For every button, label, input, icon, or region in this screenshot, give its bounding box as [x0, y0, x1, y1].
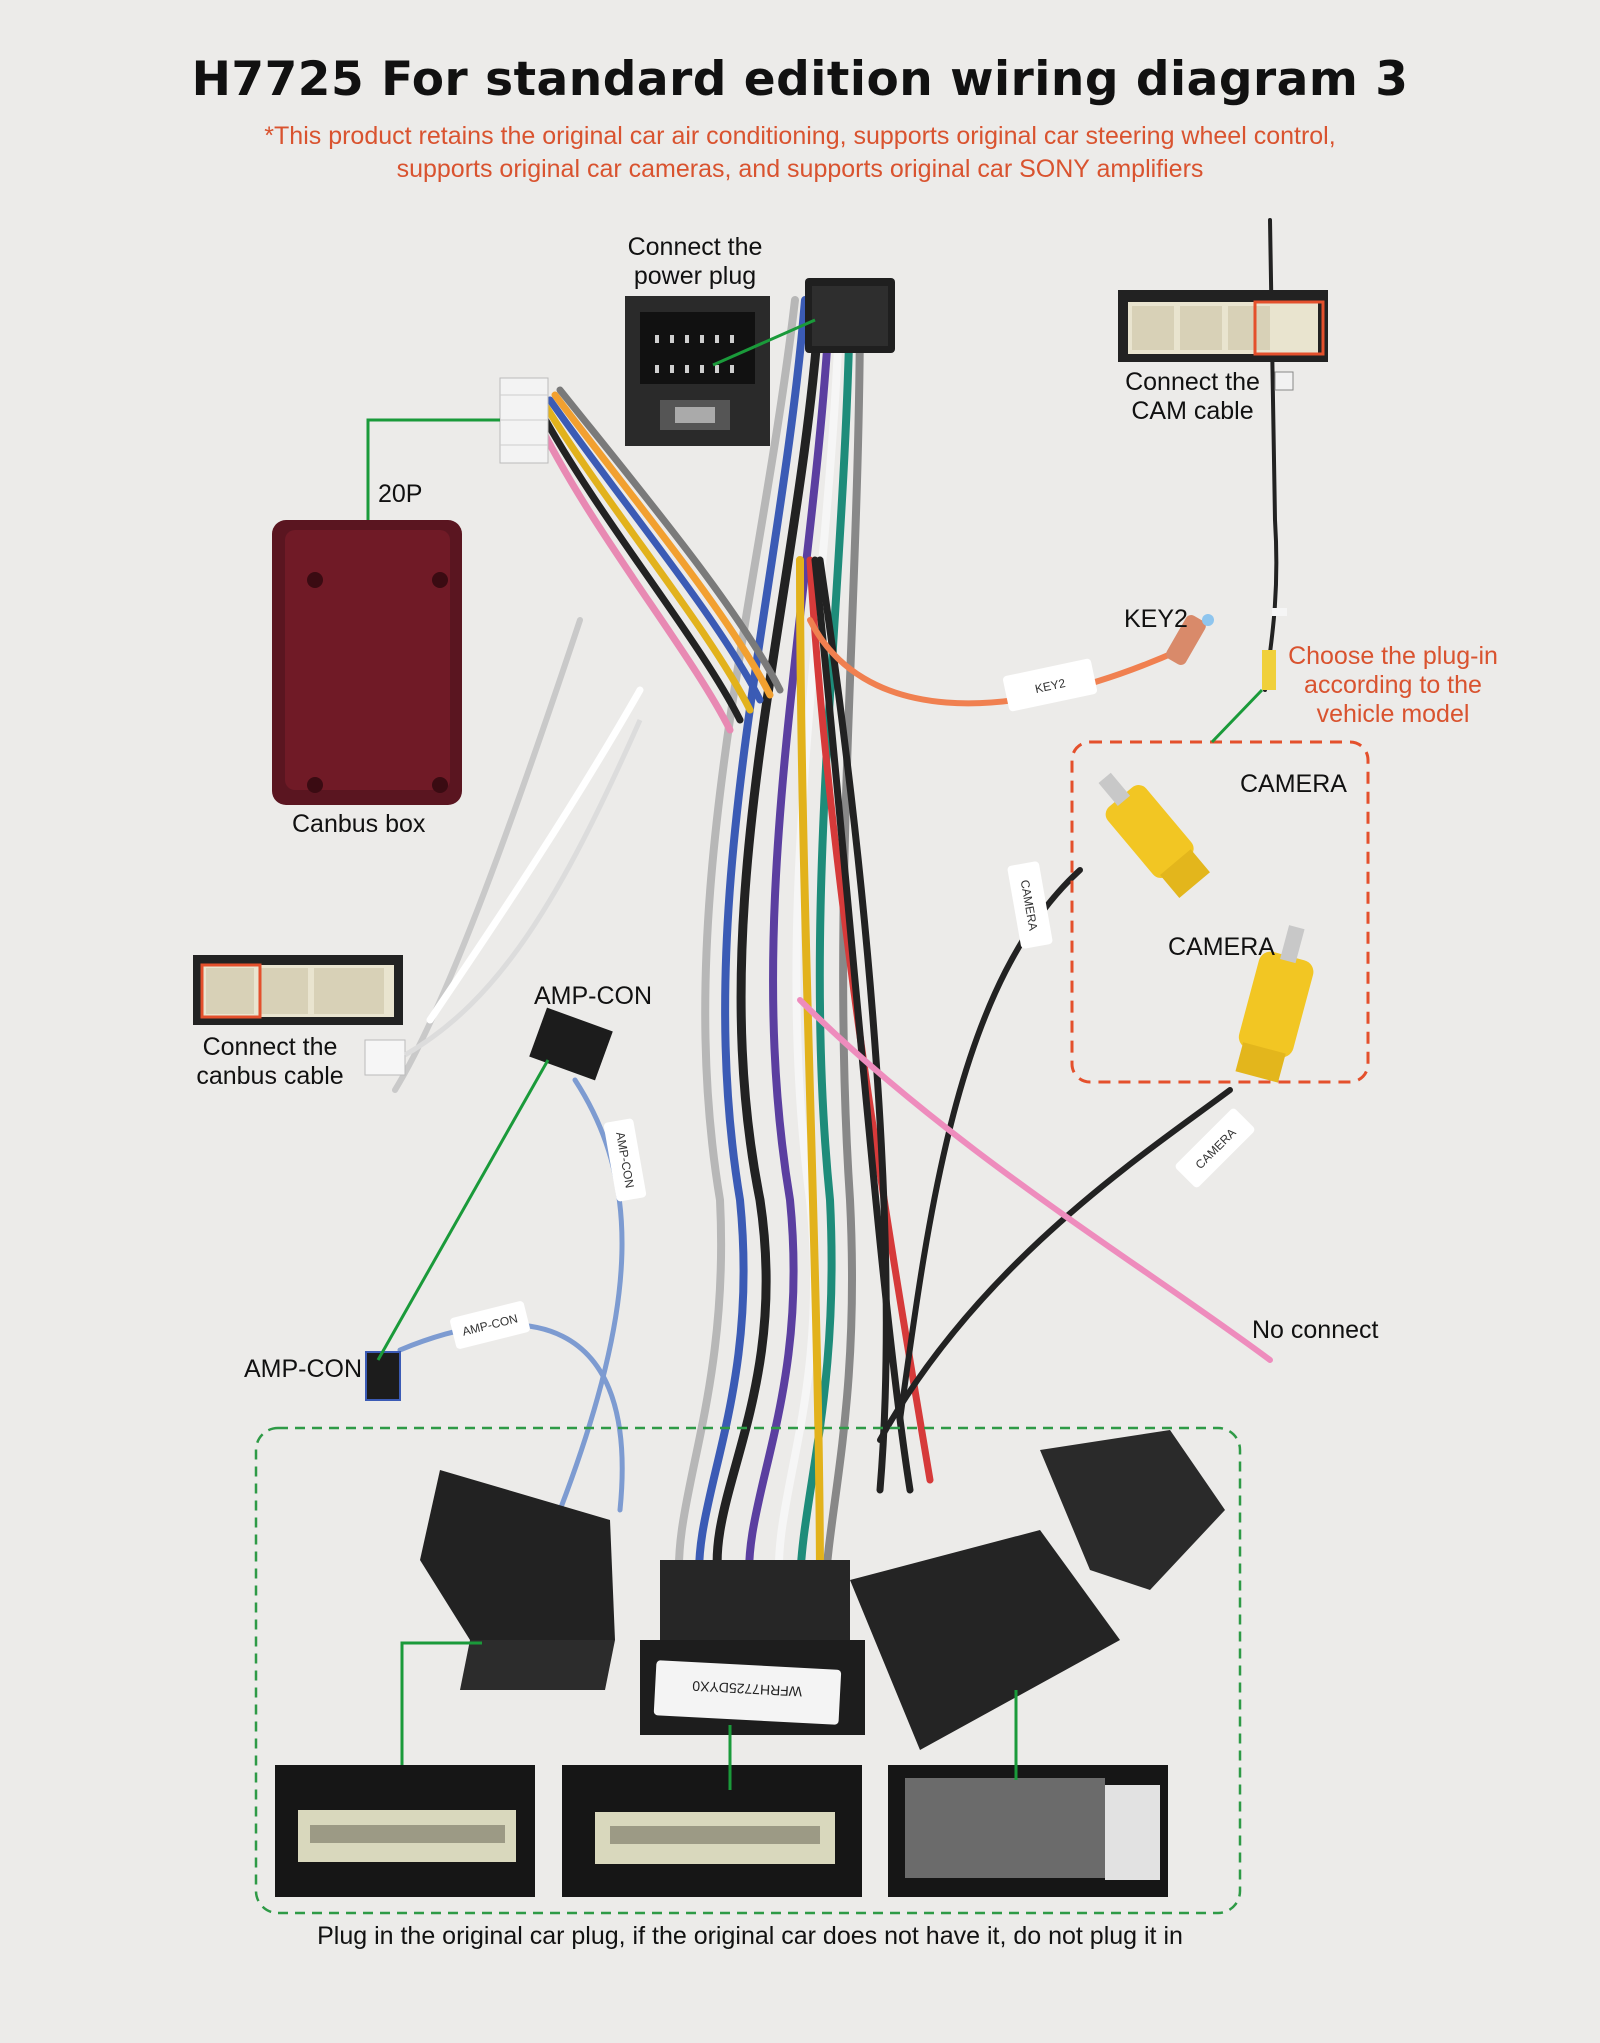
wire-bundle	[392, 218, 1279, 1595]
bottom-note: Plug in the original car plug, if the or…	[317, 1922, 1183, 1950]
canbus-cable-connector	[364, 1039, 406, 1076]
wire-tag-camera-1: CAMERA	[1007, 861, 1053, 949]
subtitle-line-2: supports original car cameras, and suppo…	[396, 155, 1204, 183]
amp-con-top-connector	[529, 1007, 613, 1081]
camera-choose-leader	[1210, 688, 1264, 744]
no-connect-label: No connect	[1252, 1316, 1379, 1344]
camera-label-2: CAMERA	[1168, 933, 1275, 961]
wire-tag-key2: KEY2	[1002, 658, 1098, 712]
canbus-cable-label-line-2: canbus cable	[196, 1062, 344, 1090]
choose-plug-label-line-3: vehicle model	[1316, 700, 1470, 728]
canbus-box	[272, 520, 462, 805]
cam-cable-label-line-1: Connect the	[1125, 368, 1260, 396]
subtitle-line-1: *This product retains the original car a…	[264, 122, 1336, 150]
page-subtitle: *This product retains the original car a…	[0, 120, 1600, 186]
oem-connector-right	[850, 1430, 1225, 1750]
oem-plug-dashed-box	[254, 1426, 1242, 1915]
key2-plug	[1166, 614, 1214, 665]
harness-20p-connector	[499, 377, 549, 464]
canbus-cable-photo	[193, 955, 403, 1025]
wire-tag-amp-2: AMP-CON	[450, 1301, 530, 1349]
camera-rca-1	[1098, 772, 1210, 898]
canbus-box-label: Canbus box	[292, 810, 426, 838]
oem-left-leader	[400, 1641, 482, 1765]
cam-cable-label: Connect the CAM cable	[1100, 368, 1285, 426]
canbus-cable-label: Connect the canbus cable	[190, 1033, 350, 1091]
choose-plug-label-line-1: Choose the plug-in	[1288, 642, 1498, 670]
amp-con-bottom-connector	[365, 1351, 401, 1401]
canbus-cable-wire	[403, 718, 643, 1058]
wire-tag-amp-1: AMP-CON	[603, 1118, 647, 1202]
wire-tag-key2-text: KEY2	[1034, 676, 1067, 696]
amp-con-top-label: AMP-CON	[534, 982, 653, 1010]
amp-con-bottom-label: AMP-CON	[244, 1355, 363, 1383]
power-plug-leader	[712, 318, 816, 367]
p20-leader	[366, 418, 500, 520]
camera-label-1: CAMERA	[1240, 770, 1347, 798]
canbus-cable-label-line-1: Connect the	[202, 1033, 338, 1061]
power-plug-label-line-2: power plug	[633, 262, 757, 290]
wire-tags: KEY2 CAMERA CAMERA AMP-CON AMP-CON	[450, 658, 1255, 1349]
power-plug-photo	[625, 296, 770, 446]
connector-label-text: WFRH7725DYX0	[692, 1678, 803, 1700]
camera-rca-2	[1235, 925, 1314, 1083]
oem-connector-left	[420, 1470, 615, 1690]
key2-label: KEY2	[1124, 605, 1188, 633]
amp-con-leader	[376, 1059, 550, 1361]
cam-cable-label-line-2: CAM cable	[1131, 397, 1254, 425]
oem-plug-photo-center	[562, 1765, 862, 1897]
page-title: H7725 For standard edition wiring diagra…	[191, 52, 1409, 107]
harness-power-connector	[805, 278, 895, 353]
choose-plug-label: Choose the plug-in according to the vehi…	[1278, 642, 1508, 729]
oem-plug-photo-right	[888, 1765, 1168, 1897]
cam-cable-photo	[1118, 290, 1328, 362]
power-plug-label: Connect the power plug	[600, 233, 790, 291]
power-plug-label-line-1: Connect the	[627, 233, 763, 261]
camera-dashed-box	[1070, 740, 1370, 1084]
cam-cable-connector	[1262, 371, 1294, 690]
oem-plug-photo-left	[275, 1765, 535, 1897]
oem-connector-center: WFRH7725DYX0	[640, 1560, 865, 1735]
choose-plug-label-line-2: according to the	[1304, 671, 1482, 699]
p20-label: 20P	[378, 480, 423, 508]
